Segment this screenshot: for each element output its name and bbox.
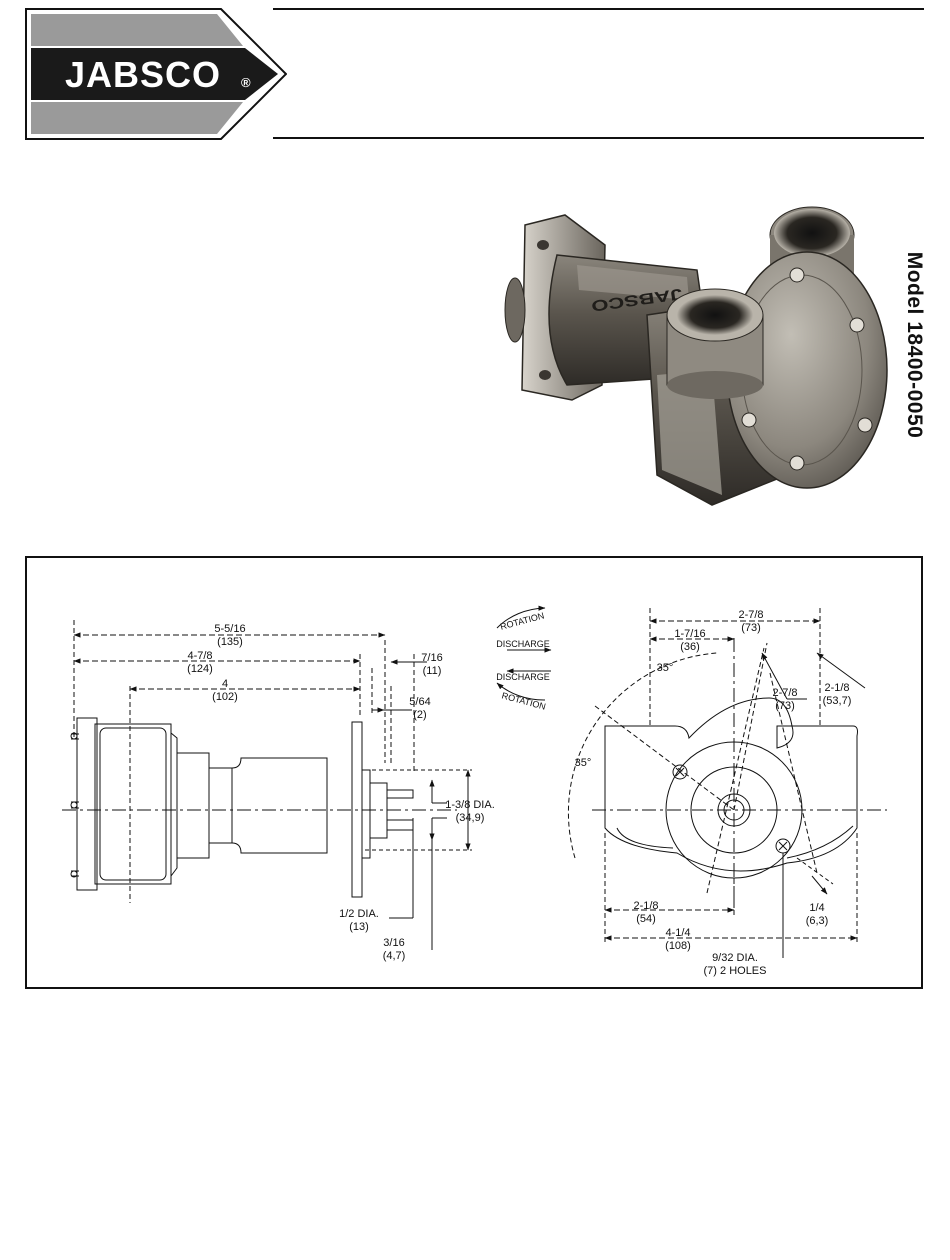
dim-shaft-step-frac: 5/64 (409, 696, 430, 708)
rotation-label-bottom: ROTATION (501, 690, 547, 711)
dim-top-offset-frac: 1-7/16 (674, 628, 705, 640)
pump-photo: JABSCO (497, 205, 892, 515)
dim-half-width-frac: 2-1/8 (633, 900, 658, 912)
dim-overall-frac: 5-5/16 (214, 623, 245, 635)
model-number: Model 18400-0050 (902, 252, 926, 439)
dim-shaft-flange-frac: 4 (222, 678, 228, 690)
dim-pilot-dia-mm: (34,9) (456, 812, 485, 824)
dim-bolt-circle-frac: 2-7/8 (772, 687, 797, 699)
dim-shaft-step-mm: (2) (413, 709, 426, 721)
dim-shaft-dia-frac: 1/2 DIA. (339, 908, 379, 920)
dim-bolt-circle-mm: (73) (775, 700, 795, 712)
dim-top-width-mm: (73) (741, 622, 761, 634)
header-rule-bottom (273, 137, 924, 139)
discharge-label-top: DISCHARGE (496, 639, 550, 649)
dim-half-width-mm: (54) (636, 913, 656, 925)
dim-body-frac: 4-7/8 (187, 650, 212, 662)
angle-left: 35° (575, 757, 592, 769)
dimension-drawing: 5-5/16 (135) 4-7/8 (124) 4 (102) 7/16 (1… (27, 558, 925, 991)
header-rule-top (273, 8, 924, 10)
model-label: Model 18400-0050 (899, 243, 929, 448)
angle-top: 35° (657, 662, 674, 674)
dim-overall-mm: (135) (217, 636, 243, 648)
rotation-label-top: ROTATION (499, 610, 545, 631)
jabsco-logo: JABSCO ® (25, 8, 287, 140)
hole-note-line2: (7) 2 HOLES (704, 965, 767, 977)
dimension-drawing-frame: 5-5/16 (135) 4-7/8 (124) 4 (102) 7/16 (1… (25, 556, 923, 989)
dim-full-width-frac: 4-1/4 (665, 927, 690, 939)
dim-shaft-end-mm: (11) (423, 665, 442, 677)
dim-pilot-dia-frac: 1-3/8 DIA. (445, 799, 495, 811)
dim-shaft-end-frac: 7/16 (421, 652, 442, 664)
discharge-label-bottom: DISCHARGE (496, 672, 550, 682)
dim-shaft-dia-mm: (13) (349, 921, 369, 933)
hole-note-line1: 9/32 DIA. (712, 952, 758, 964)
dim-full-width-mm: (108) (665, 940, 691, 952)
dim-body-mm: (124) (187, 663, 213, 675)
front-view-labels: 2-7/8 (73) 1-7/16 (36) 35° 2-7/8 (73) 2-… (575, 609, 852, 977)
dim-key-frac: 3/16 (383, 937, 404, 949)
dim-hole-offset-frac: 1/4 (809, 902, 824, 914)
dim-top-offset-mm: (36) (680, 641, 700, 653)
dim-top-width-frac: 2-7/8 (738, 609, 763, 621)
rotation-legend: ROTATION DISCHARGE DISCHARGE ROTATION (496, 610, 550, 711)
dim-shaft-flange-mm: (102) (212, 691, 238, 703)
side-view-labels: 5-5/16 (135) 4-7/8 (124) 4 (102) 7/16 (1… (187, 623, 495, 962)
dim-hole-offset-mm: (6,3) (806, 915, 829, 927)
logo-wordmark: JABSCO (65, 54, 221, 95)
dim-key-mm: (4,7) (383, 950, 406, 962)
dim-right-offset-mm: (53,7) (823, 695, 852, 707)
registered-mark: ® (241, 75, 251, 90)
dim-right-offset-frac: 2-1/8 (824, 682, 849, 694)
